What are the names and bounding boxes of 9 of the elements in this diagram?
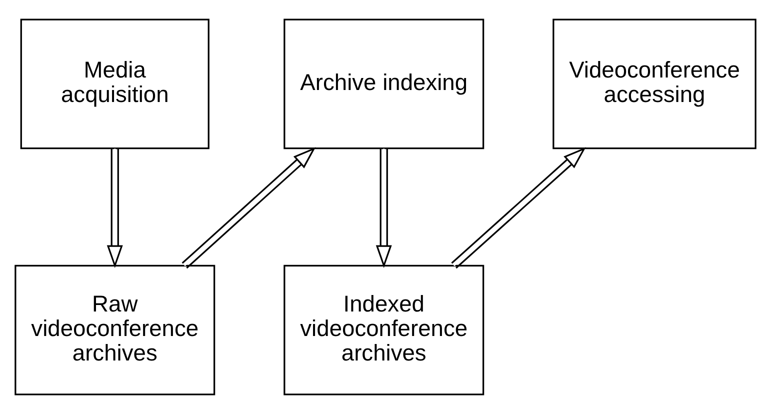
node-box: Media acquisition (20, 18, 210, 150)
node-box: Archive indexing (284, 18, 484, 150)
arrow (376, 148, 392, 268)
arrow (106, 148, 123, 268)
node-box: Raw videoconference archives (14, 264, 216, 396)
arrow (182, 147, 316, 269)
node-box: Videoconference accessing (552, 18, 756, 150)
arrow (451, 147, 586, 269)
node-box: Indexed videoconference archives (284, 264, 484, 396)
